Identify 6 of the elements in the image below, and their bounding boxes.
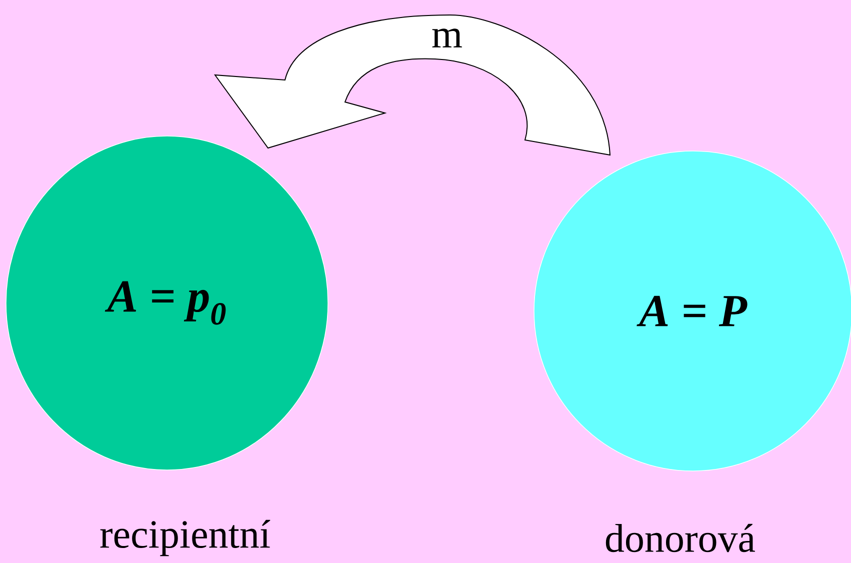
- block-arrow: [214, 14, 610, 156]
- caption-label: recipientní: [100, 520, 270, 556]
- caption-label: donorová: [606, 524, 755, 552]
- edge-label: m: [432, 28, 462, 48]
- circle-node: A = P: [534, 150, 851, 472]
- circle-node: A = p$_{0}$: [6, 136, 328, 470]
